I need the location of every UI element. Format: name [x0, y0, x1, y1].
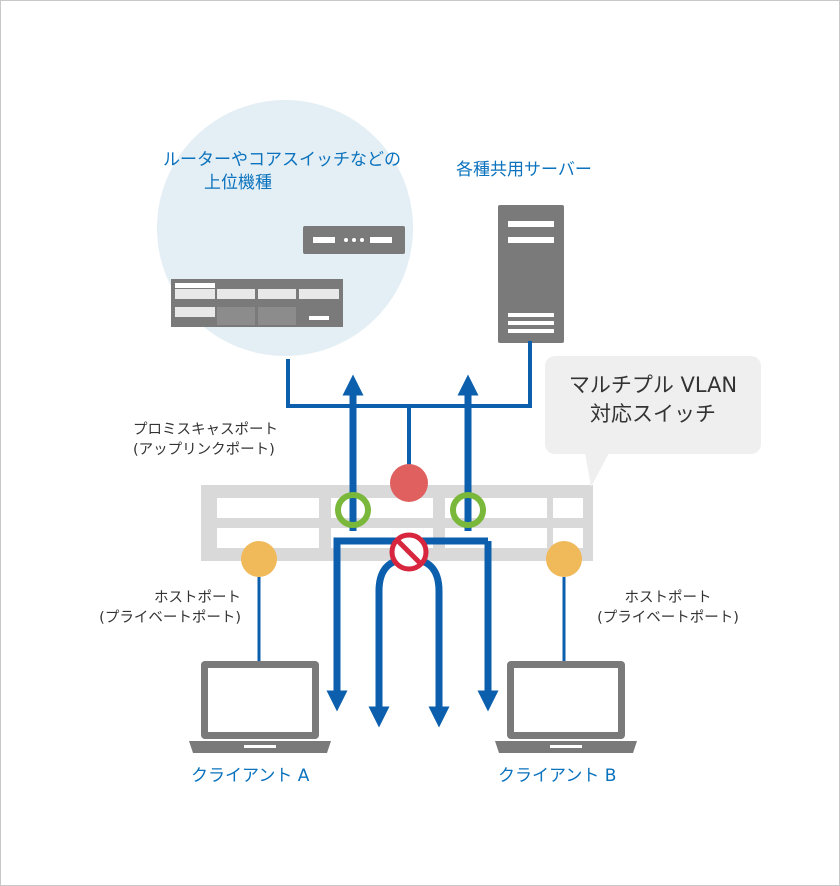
client-a-label: クライアント A: [191, 766, 310, 786]
upper-devices-label-line1: ルーターやコアスイッチなどの: [163, 150, 401, 170]
host-port-right-label: ホストポート (プライベートポート): [578, 589, 758, 628]
switch-label-line1: マルチプル VLAN: [568, 373, 738, 397]
promiscuous-label-line2: (アップリンクポート): [133, 441, 275, 458]
host-port-left: [241, 541, 277, 577]
laptop-icon: [495, 661, 637, 753]
flow-client-a-down: [326, 537, 488, 712]
laptop-icon: [189, 661, 331, 753]
router-icon: [303, 226, 405, 254]
switch-callout-text: マルチプル VLAN 対応スイッチ: [545, 371, 761, 430]
promiscuous-port: [390, 464, 428, 502]
server-icon: [498, 205, 564, 343]
core-switch-icon: [171, 279, 343, 327]
prohibited-icon: [389, 532, 429, 572]
host-left-label-line2: (プライベートポート): [99, 609, 241, 626]
flow-blocked-loop: [368, 555, 450, 728]
upper-devices-label-line2: 上位機種: [204, 172, 272, 193]
promiscuous-port-label: プロミスキャスポート (アップリンクポート): [133, 421, 278, 460]
host-port-left-label: ホストポート (プライベートポート): [71, 589, 241, 628]
uplink-lines: [286, 341, 532, 471]
switch-callout-tail: [585, 453, 609, 487]
promiscuous-label-line1: プロミスキャスポート: [133, 422, 278, 438]
switch-label-line2: 対応スイッチ: [590, 402, 716, 427]
host-left-label-line1: ホストポート: [154, 590, 241, 606]
allowed-port-right: [450, 492, 486, 528]
upper-devices-label: ルーターやコアスイッチなどの 上位機種: [147, 149, 417, 195]
host-right-label-line1: ホストポート: [624, 590, 712, 606]
host-right-label-line2: (プライベートポート): [597, 609, 739, 626]
host-port-right: [546, 541, 582, 577]
servers-label: 各種共用サーバー: [456, 160, 592, 180]
allowed-port-left: [335, 492, 371, 528]
client-b-label: クライアント B: [498, 766, 617, 786]
switch-callout: [545, 356, 761, 454]
